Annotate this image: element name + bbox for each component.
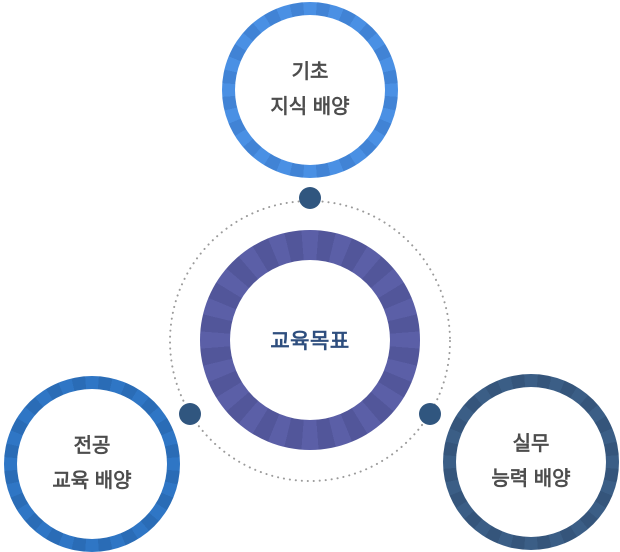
node-ring-basic-knowledge: 기초 지식 배양: [222, 2, 398, 178]
node-practical-ability-label-line1: 실무: [512, 433, 550, 455]
node-ring-practical-ability: 실무 능력 배양: [443, 374, 619, 550]
center-label: 교육목표: [270, 330, 350, 353]
node-major-education-inner: 전공 교육 배양: [17, 389, 167, 539]
node-practical-ability-label-line2: 능력 배양: [491, 468, 571, 490]
center-ring-education-goal: 교육목표: [200, 230, 420, 450]
node-basic-knowledge-label-line1: 기초: [291, 61, 329, 83]
node-ring-major-education: 전공 교육 배양: [4, 376, 180, 552]
node-major-education-label-line2: 교육 배양: [52, 470, 132, 492]
node-major-education-label-line1: 전공: [73, 435, 111, 457]
orbit-connector-dot-bottom-left: [179, 403, 201, 425]
center-ring-inner: 교육목표: [230, 260, 390, 420]
node-basic-knowledge-inner: 기초 지식 배양: [235, 15, 385, 165]
orbit-connector-dot-bottom-right: [419, 403, 441, 425]
node-basic-knowledge-label-line2: 지식 배양: [270, 96, 350, 118]
node-practical-ability-inner: 실무 능력 배양: [456, 387, 606, 537]
orbit-connector-dot-top: [299, 187, 321, 209]
